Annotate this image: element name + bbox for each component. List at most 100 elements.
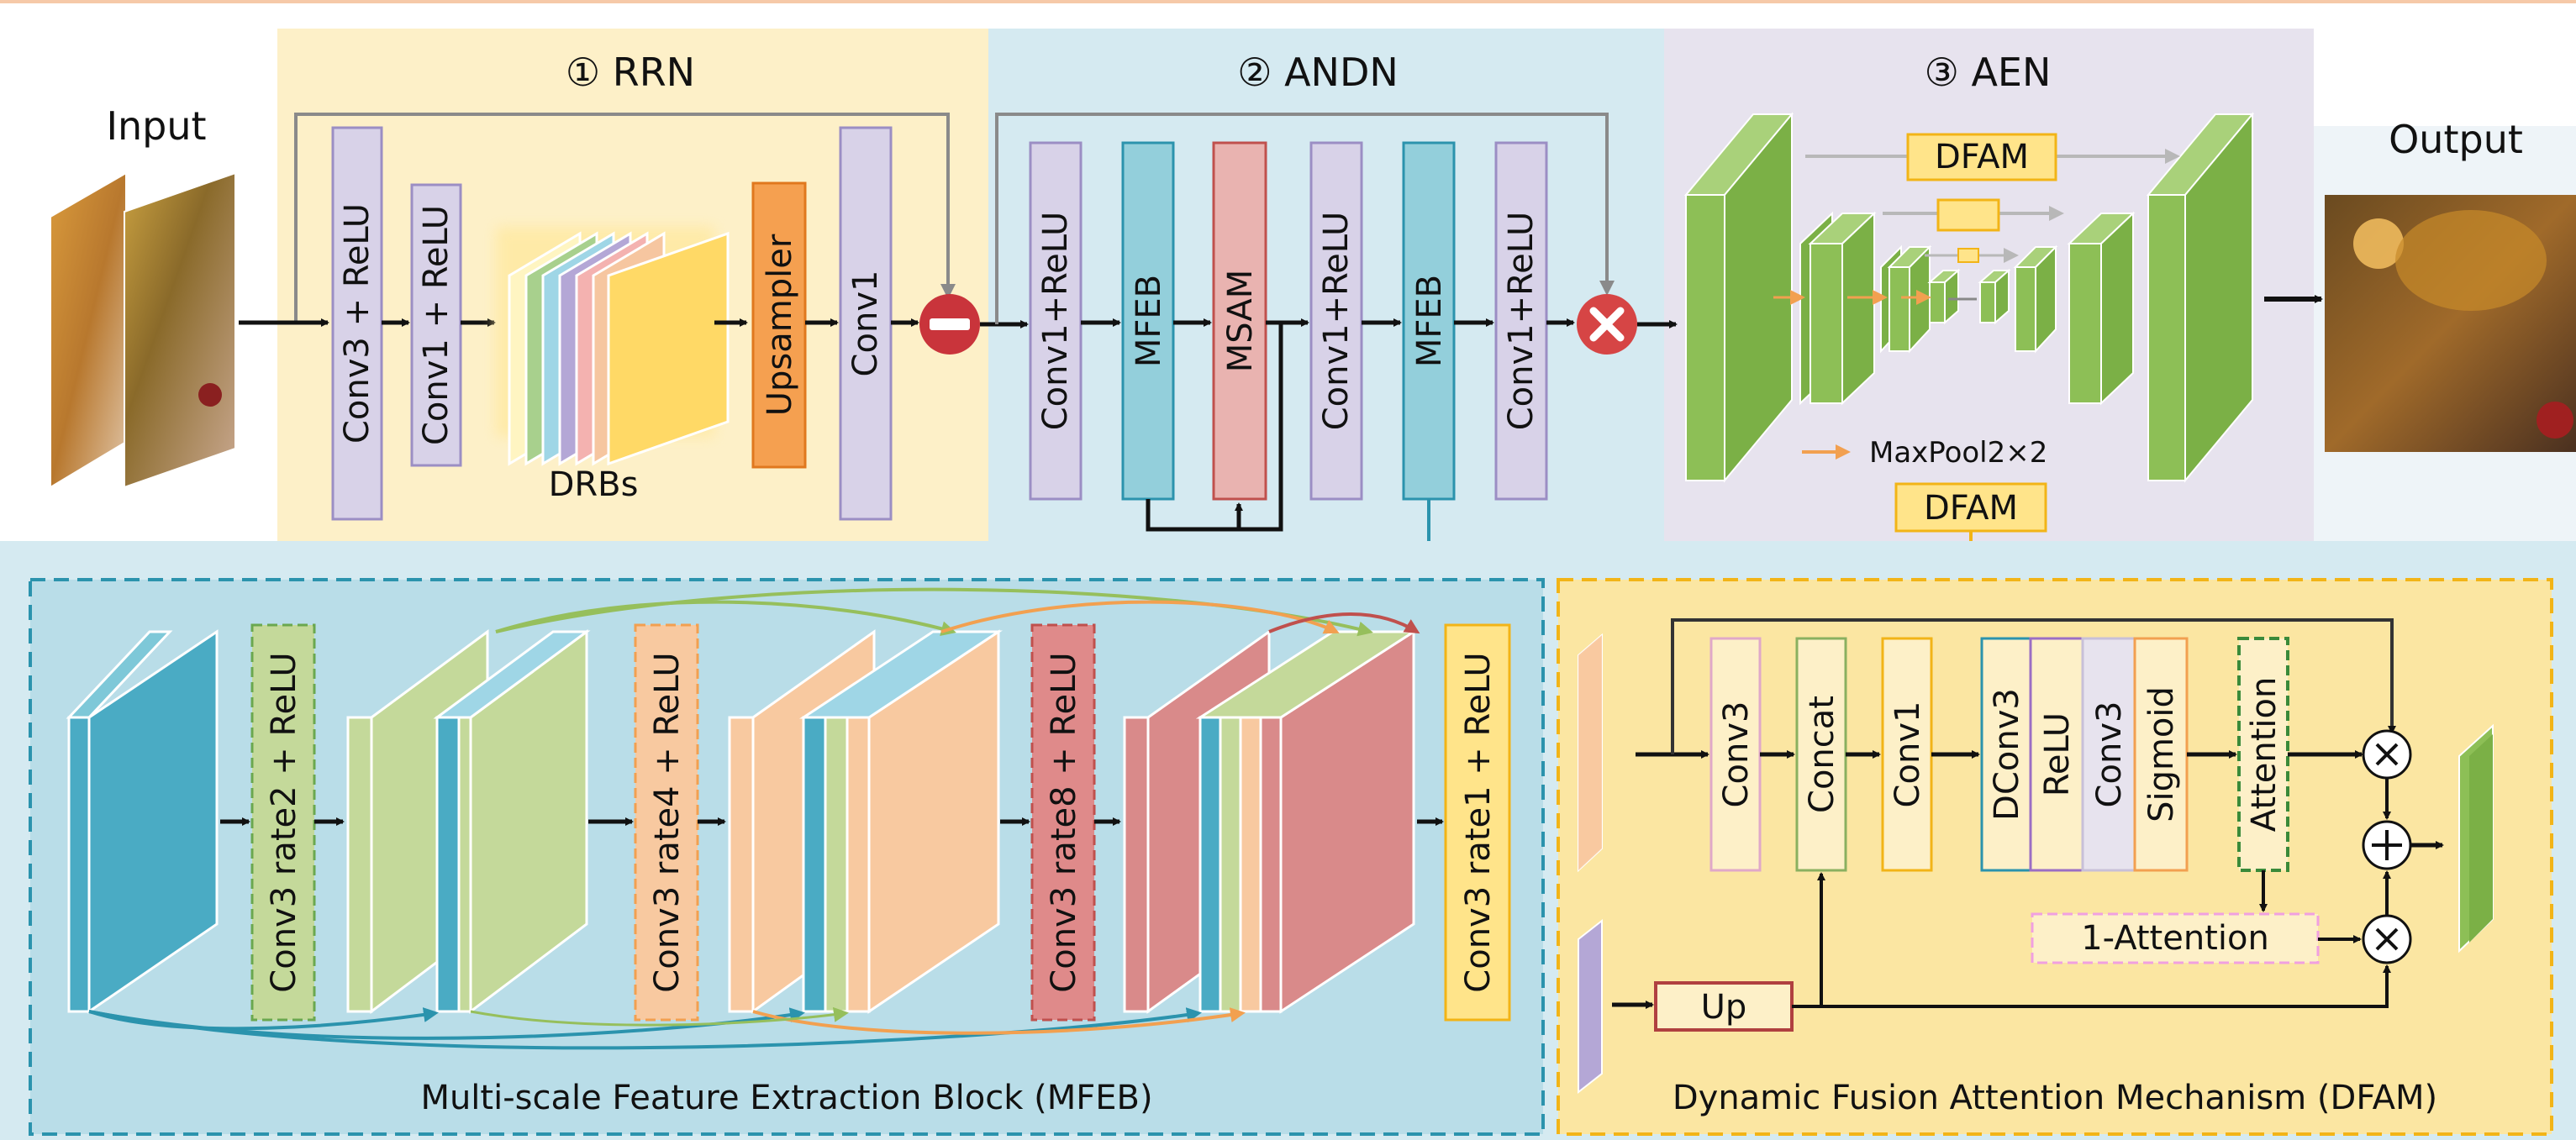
dense-arc-orange-bottom xyxy=(752,1007,1246,1035)
aen-enc-2-front xyxy=(1810,243,1843,404)
aen-dec-2-side xyxy=(2035,244,2057,354)
output-label: Output xyxy=(2389,117,2523,162)
aen-dec-4-front xyxy=(2147,194,2186,481)
conv-rate8-block xyxy=(1030,623,1096,1022)
dfam-multiply-bottom-icon xyxy=(2375,927,2399,951)
aen-dec-3-side xyxy=(2100,211,2134,406)
aen-dfam-top-label: DFAM xyxy=(1935,138,2029,176)
conv-rate1-block xyxy=(1444,623,1511,1022)
aen-title: ③ AEN xyxy=(1925,50,2052,95)
aen-unet: DFAM xyxy=(1683,112,2255,483)
fmap4-green-front xyxy=(1219,716,1242,1013)
dfam-up-block xyxy=(1654,981,1794,1032)
dfam-conv3-b-block xyxy=(2081,637,2136,872)
dfam-up-to-mul-line xyxy=(1792,964,2391,1008)
input-image-back xyxy=(50,171,127,489)
aen-dec-1-front xyxy=(1979,281,1996,323)
fmap4-red-front xyxy=(1259,716,1283,1013)
dfam-input-encoder xyxy=(1578,633,1603,873)
fmap3-teal-front xyxy=(802,716,827,1013)
output-image-foliage xyxy=(2395,210,2547,311)
conv-rate4-block xyxy=(634,623,699,1022)
dfam-conv3-a-label: Conv3 xyxy=(1717,701,1756,808)
rrn-conv3-relu-label: Conv3 + ReLU xyxy=(338,203,377,444)
fmap3-orange-front xyxy=(845,716,871,1013)
andn-conv1-relu-label-c: Conv1+ReLU xyxy=(1502,212,1541,431)
dfam-attention-label: Attention xyxy=(2245,677,2284,833)
aen-dfam-bottom-label: DFAM xyxy=(1924,489,2018,528)
andn-conv1-relu-label-a: Conv1+ReLU xyxy=(1036,212,1075,431)
aen-dfam-bottom-box xyxy=(1894,482,2047,533)
dfam-conv3-b-label: Conv3 xyxy=(2090,701,2129,808)
dense-arc-orange-top xyxy=(940,600,1340,634)
fmap2-top xyxy=(433,630,591,719)
aen-bottleneck-side xyxy=(1944,268,1959,325)
dfam-dec-face xyxy=(1578,918,1603,1095)
msam-block xyxy=(1212,141,1267,501)
fmap3-top xyxy=(799,630,1003,719)
andn-title: ② ANDN xyxy=(1237,50,1399,95)
dfam-concat-label: Concat xyxy=(1803,696,1841,813)
andn-mfeb-block-b xyxy=(1402,141,1456,501)
aen-enc-3-front xyxy=(1889,266,1910,352)
output-image-light xyxy=(2353,218,2404,269)
upsampler-block xyxy=(751,181,807,469)
aen-enc-1-side xyxy=(1724,112,1793,483)
input-image-stack xyxy=(50,171,236,489)
fmap4-back-front xyxy=(1123,716,1150,1013)
andn-conv1-relu-label-b: Conv1+ReLU xyxy=(1317,212,1356,431)
conv-rate8-label: Conv3 rate8 + ReLU xyxy=(1045,652,1083,992)
dfam-bypass-line xyxy=(1671,618,2396,754)
dfam-sigmoid-block xyxy=(2133,637,2189,872)
rrn-conv1-relu-label: Conv1 + ReLU xyxy=(417,205,456,445)
maxpool-legend-label: MaxPool2×2 xyxy=(1869,436,2047,470)
times-icon xyxy=(1589,307,1625,342)
drb-layer-front xyxy=(607,231,730,466)
mfeb-feature-map-4 xyxy=(1123,629,1419,1014)
drbs-block-stack xyxy=(496,227,730,466)
andn-conv1-relu-block-b xyxy=(1309,141,1363,501)
mfeb-feature-map-3 xyxy=(728,629,1003,1014)
aen-enc-1-front xyxy=(1685,194,1725,481)
dfam-output-feature xyxy=(2458,723,2494,954)
dfam-dconv3-block xyxy=(1980,637,2032,872)
dfam-up-label: Up xyxy=(1701,988,1747,1027)
input-image-front xyxy=(124,171,236,489)
aen-dec-2-front xyxy=(2015,266,2036,352)
fmap-input-front xyxy=(67,716,91,1013)
fmap-input-side xyxy=(87,629,219,1014)
andn-mfeb-label-a: MFEB xyxy=(1130,275,1168,367)
msam-label: MSAM xyxy=(1221,270,1260,373)
aen-dec-1-side xyxy=(1994,268,2010,325)
dfam-one-minus-attention-label: 1-Attention xyxy=(2081,919,2269,958)
dfam-input-decoder xyxy=(1578,918,1603,1095)
fmap2-green-front xyxy=(457,716,472,1013)
rrn-conv1-label: Conv1 xyxy=(846,271,885,377)
andn-skip-connection xyxy=(995,113,1615,324)
aen-dfam-small-box xyxy=(1957,248,1979,263)
andn-mfeb-block-a xyxy=(1121,141,1175,501)
andn-conv1-relu-block-a xyxy=(1029,141,1083,501)
fmap2-teal-front xyxy=(435,716,461,1013)
dense-arc-teal-3 xyxy=(88,1007,1202,1050)
upsampler-label: Upsampler xyxy=(761,234,799,416)
dense-arc-green-bottom xyxy=(470,1006,849,1027)
output-image xyxy=(2325,195,2576,452)
mfeb-caption: Multi-scale Feature Extraction Block (MF… xyxy=(420,1079,1152,1117)
input-label: Input xyxy=(106,103,206,149)
dfam-relu-label: ReLU xyxy=(2038,712,2077,796)
andn-conv1-relu-block-c xyxy=(1494,141,1548,501)
rrn-skip-connection xyxy=(294,113,956,323)
fmap-input-top xyxy=(66,630,173,719)
dfam-multiply-top xyxy=(2362,729,2412,780)
mfeb-feature-map-input xyxy=(66,629,219,1014)
rrn-title: ① RRN xyxy=(566,50,695,95)
output-image-figure xyxy=(2536,402,2573,439)
aen-dec-3-front xyxy=(2068,243,2102,404)
conv-rate1-label: Conv3 rate1 + ReLU xyxy=(1459,652,1498,992)
dense-arc-green-1 xyxy=(495,600,956,637)
fmap3-green-front xyxy=(824,716,849,1013)
dfam-add xyxy=(2362,820,2412,870)
minus-icon xyxy=(930,318,970,330)
